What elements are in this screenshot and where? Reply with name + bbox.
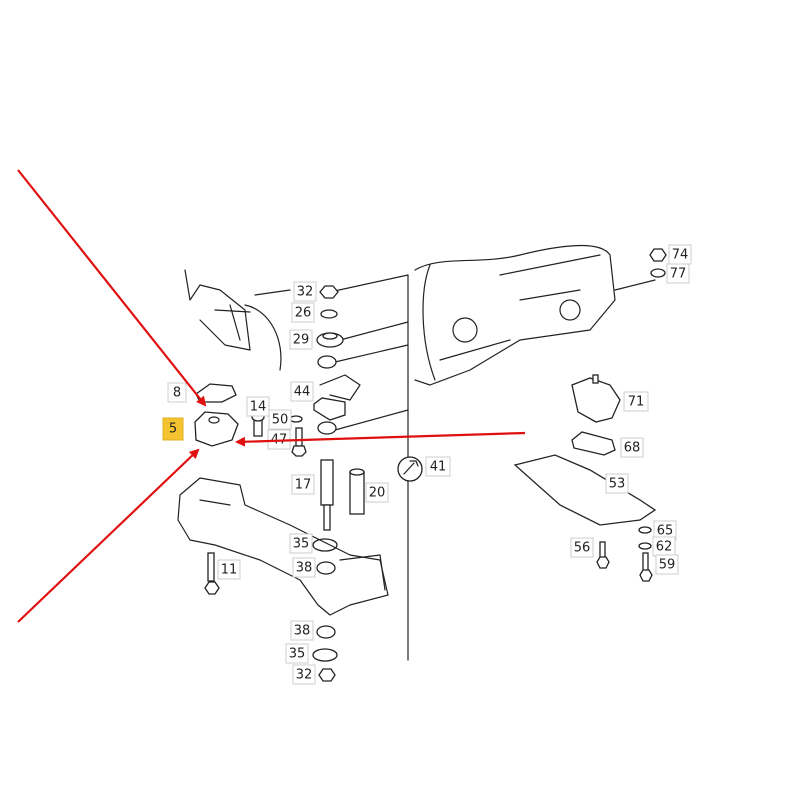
mount-stack — [251, 285, 423, 682]
right-parts — [513, 248, 667, 582]
svg-text:71: 71 — [628, 395, 645, 410]
label-56: 56 — [570, 537, 594, 558]
svg-text:8: 8 — [173, 386, 181, 401]
label-11: 11 — [217, 559, 241, 580]
label-53: 53 — [605, 473, 629, 494]
arrow-top-left — [17, 169, 207, 407]
label-26: 26 — [291, 302, 315, 323]
label-32b: 32 — [292, 664, 316, 685]
svg-text:17: 17 — [295, 478, 312, 493]
svg-text:53: 53 — [609, 477, 626, 492]
label-41: 41 — [425, 456, 451, 477]
label-29: 29 — [289, 329, 313, 350]
svg-text:44: 44 — [294, 385, 311, 400]
svg-text:35: 35 — [289, 647, 306, 662]
label-62: 62 — [652, 536, 676, 557]
svg-text:77: 77 — [670, 267, 687, 282]
label-77: 77 — [666, 263, 690, 284]
red-arrows — [17, 169, 526, 623]
label-44: 44 — [290, 381, 314, 402]
label-14: 14 — [246, 396, 270, 417]
label-35b: 35 — [285, 643, 309, 664]
svg-text:29: 29 — [293, 333, 310, 348]
svg-text:32: 32 — [296, 668, 313, 683]
arrow-bottom-left — [17, 448, 200, 623]
svg-text:56: 56 — [574, 541, 591, 556]
svg-text:35: 35 — [293, 537, 310, 552]
svg-text:38: 38 — [294, 624, 311, 639]
label-20: 20 — [365, 482, 389, 503]
svg-text:14: 14 — [250, 400, 267, 415]
frame-lines — [329, 274, 409, 661]
label-68: 68 — [620, 437, 644, 458]
label-59: 59 — [655, 554, 679, 575]
label-17: 17 — [291, 474, 315, 495]
svg-text:26: 26 — [295, 306, 312, 321]
svg-text:74: 74 — [672, 248, 689, 263]
label-8: 8 — [167, 382, 187, 403]
svg-text:20: 20 — [369, 486, 386, 501]
label-71: 71 — [623, 391, 649, 412]
part-5-mount — [194, 411, 239, 447]
label-35: 35 — [289, 533, 313, 554]
svg-text:65: 65 — [657, 524, 674, 539]
engine-bracket — [184, 269, 361, 401]
svg-text:41: 41 — [430, 460, 447, 475]
svg-text:68: 68 — [624, 441, 641, 456]
crossmember — [177, 477, 389, 616]
label-74: 74 — [668, 244, 692, 265]
mount-parts — [194, 383, 239, 447]
label-38: 38 — [292, 557, 316, 578]
svg-text:50: 50 — [272, 413, 289, 428]
svg-text:38: 38 — [296, 561, 313, 576]
arrow-right — [235, 431, 526, 447]
svg-text:11: 11 — [221, 563, 238, 578]
svg-text:32: 32 — [297, 285, 314, 300]
svg-text:62: 62 — [656, 540, 673, 555]
svg-text:5: 5 — [169, 422, 177, 437]
label-38b: 38 — [290, 620, 314, 641]
transmission-housing — [414, 245, 656, 386]
label-50: 50 — [268, 409, 292, 430]
label-32: 32 — [293, 281, 317, 302]
svg-text:59: 59 — [659, 558, 676, 573]
label-5-highlighted: 5 — [162, 417, 184, 441]
